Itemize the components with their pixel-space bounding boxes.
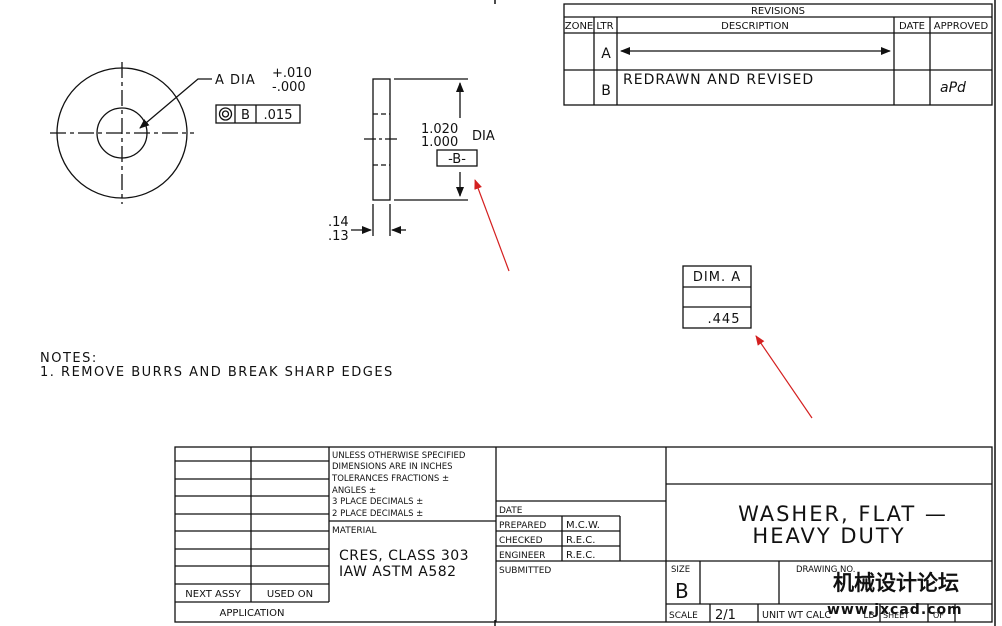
fcf-datum: B [241, 108, 250, 123]
dim-a-value: .445 [708, 312, 741, 327]
rev-row-a-letter: A [601, 46, 611, 62]
material-line-1: CRES, CLASS 303 [339, 548, 469, 564]
revisions-title: REVISIONS [751, 6, 805, 17]
scale-label: SCALE [669, 611, 698, 621]
next-assy-label: NEXT ASSY [185, 589, 241, 600]
watermark: 机械设计论坛 www.jxcad.com [827, 571, 963, 618]
notes: NOTES: 1. REMOVE BURRS AND BREAK SHARP E… [40, 351, 394, 380]
rev-header-description: DESCRIPTION [721, 21, 789, 32]
unit-wt-label: UNIT WT CALC [762, 610, 831, 621]
used-on-label: USED ON [267, 589, 313, 600]
front-tol-plus: +.010 [272, 66, 312, 81]
fcf-tolerance: .015 [264, 108, 293, 123]
sheet-border [494, 0, 996, 626]
date-label: DATE [499, 506, 523, 516]
rev-row-b-description: REDRAWN AND REVISED [623, 72, 814, 88]
of-label: OF [933, 611, 944, 620]
concentricity-icon [218, 107, 233, 121]
scale-value: 2/1 [715, 608, 736, 623]
annotation-arrow-dim-table [755, 335, 813, 419]
side-view: 1.020 1.000 DIA -B- .14 .13 [328, 78, 495, 244]
sheet-label: SHEET [883, 611, 909, 620]
dim-a-header: DIM. A [693, 270, 741, 285]
size-value: B [675, 579, 689, 603]
side-od-lower: 1.000 [421, 135, 458, 150]
material-line-2: IAW ASTM A582 [339, 564, 457, 580]
front-dia-label: A DIA [215, 73, 256, 88]
signoff-prepared-role: PREPARED [499, 521, 546, 531]
revisions-table: REVISIONS ZONE LTR DESCRIPTION DATE APPR… [563, 3, 993, 106]
material-label: MATERIAL [332, 526, 377, 536]
signoff-engineer-name: R.E.C. [566, 550, 595, 561]
signoff-engineer-role: ENGINEER [499, 551, 545, 561]
front-tol-minus: -.000 [272, 80, 306, 95]
front-view: A DIA +.010 -.000 B .015 [50, 62, 312, 204]
spec-line-1: UNLESS OTHERWISE SPECIFIED [332, 451, 466, 461]
notes-title: NOTES: [40, 351, 98, 366]
watermark-cn: 机械设计论坛 [833, 571, 959, 595]
size-label: SIZE [671, 565, 690, 575]
signoff-prepared-name: M.C.W. [566, 520, 600, 531]
lb-label: LB [863, 611, 874, 621]
rev-header-date: DATE [899, 21, 925, 32]
rev-header-approved: APPROVED [934, 21, 989, 32]
watermark-url: www.jxcad.com [827, 602, 963, 618]
spec-line-4: ANGLES ± [332, 486, 376, 496]
drawing-title-line-1: WASHER, FLAT — [738, 502, 948, 526]
spec-line-3: TOLERANCES FRACTIONS ± [331, 474, 449, 484]
signoff-submitted-role: SUBMITTED [499, 566, 551, 576]
drawing-no-label: DRAWING NO. [796, 565, 855, 575]
side-thk-upper: .14 [328, 215, 349, 230]
feature-control-frame: B .015 [215, 104, 301, 124]
rev-row-b-approved: aPd [940, 80, 966, 96]
side-thk-lower: .13 [328, 229, 349, 244]
spec-line-6: 2 PLACE DECIMALS ± [332, 509, 423, 519]
application-label: APPLICATION [220, 608, 285, 619]
spec-line-5: 3 PLACE DECIMALS ± [332, 497, 423, 507]
rev-row-b-letter: B [601, 83, 611, 99]
annotation-arrow-side-view [474, 179, 510, 272]
rev-header-zone: ZONE [565, 21, 594, 32]
signoff-checked-name: R.E.C. [566, 535, 595, 546]
side-od-upper: 1.020 [421, 122, 458, 137]
dim-a-table: DIM. A .445 [682, 265, 752, 329]
note-item-1: 1. REMOVE BURRS AND BREAK SHARP EDGES [40, 365, 394, 380]
drawing-title-line-2: HEAVY DUTY [752, 524, 905, 548]
side-datum-label: -B- [448, 152, 466, 167]
title-block: UNLESS OTHERWISE SPECIFIED DIMENSIONS AR… [174, 446, 993, 623]
rev-header-ltr: LTR [596, 21, 613, 32]
spec-line-2: DIMENSIONS ARE IN INCHES [332, 462, 452, 472]
side-od-suffix: DIA [472, 129, 495, 144]
signoff-checked-role: CHECKED [499, 536, 543, 546]
